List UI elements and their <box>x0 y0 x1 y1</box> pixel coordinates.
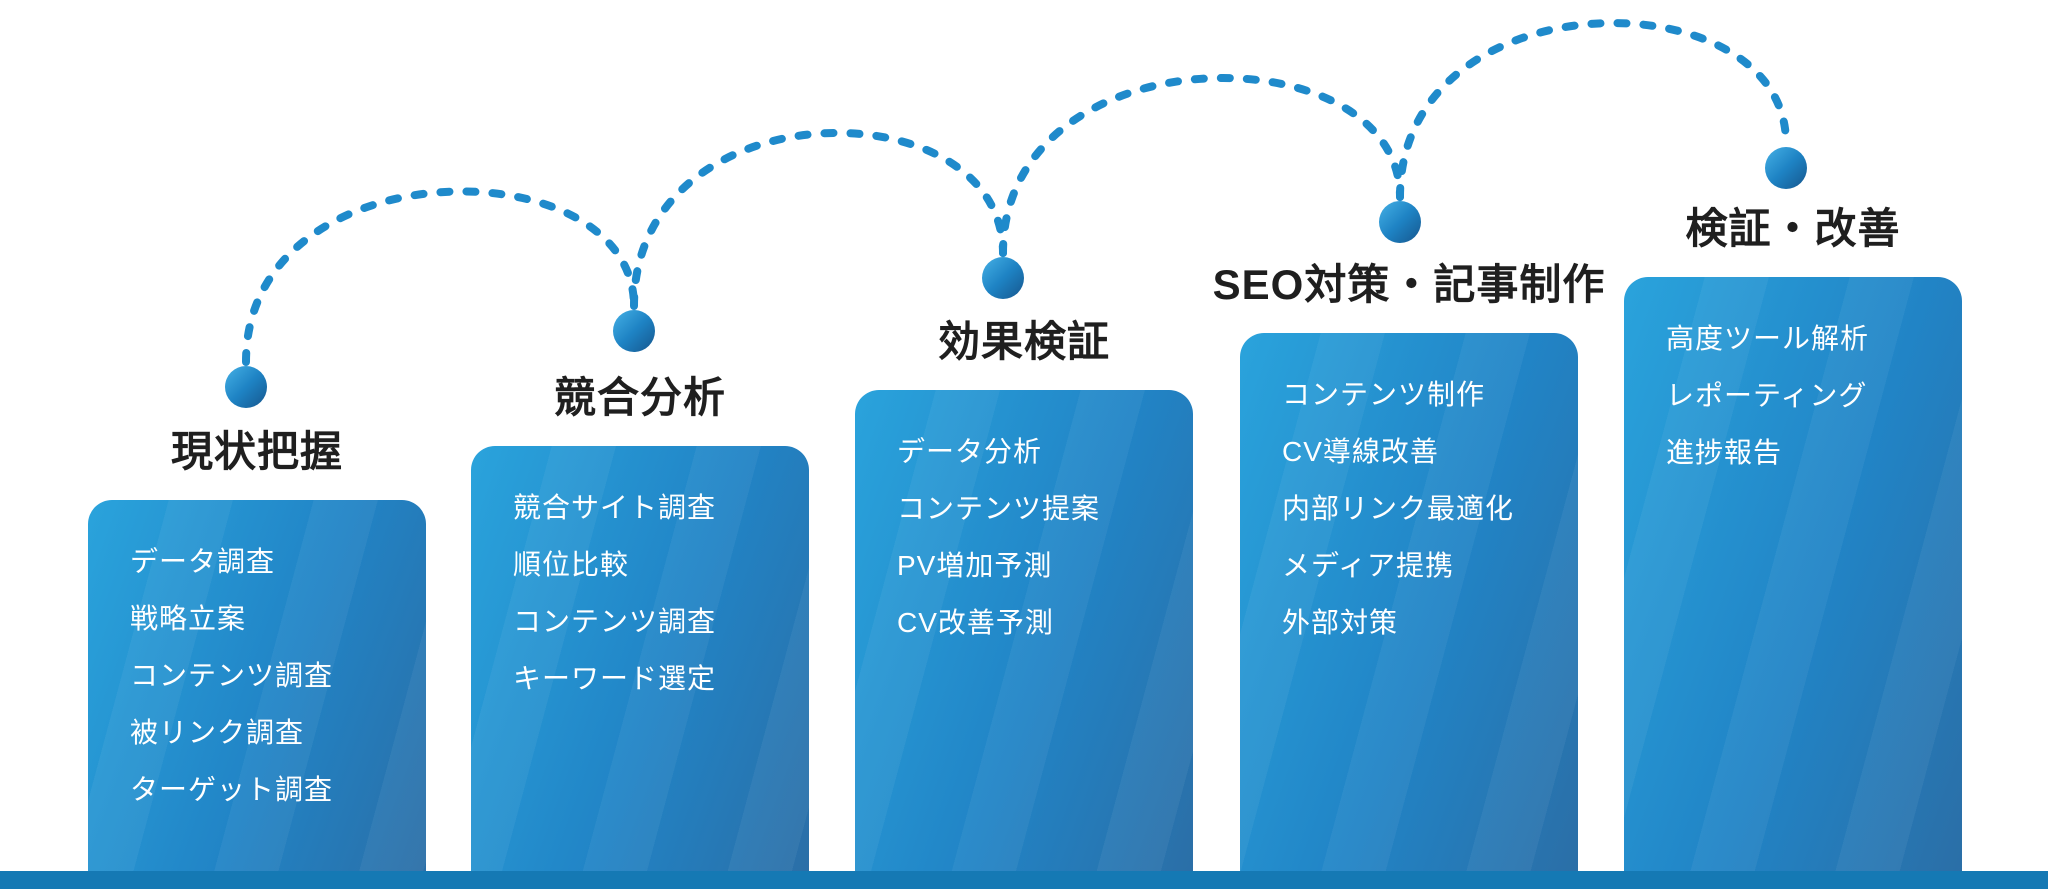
step-item-list: 競合サイト調査順位比較コンテンツ調査キーワード選定 <box>471 446 809 693</box>
step-item: コンテンツ調査 <box>513 606 717 637</box>
arc-connector-4 <box>1396 19 1790 201</box>
step-title: 効果検証 <box>937 318 1111 365</box>
step-title: 競合分析 <box>553 374 727 421</box>
step-item: メディア提携 <box>1282 550 1455 581</box>
step-item: 競合サイト調査 <box>513 492 717 523</box>
process-step-2: 競合分析 競合サイト調査順位比較コンテンツ調査キーワード選定 <box>471 376 809 889</box>
step-card: 競合サイト調査順位比較コンテンツ調査キーワード選定 <box>471 446 809 889</box>
step-item: 被リンク調査 <box>130 717 305 748</box>
step-item: ターゲット調査 <box>130 774 334 805</box>
step-item: CV導線改善 <box>1282 436 1439 467</box>
step-item: 内部リンク最適化 <box>1282 493 1515 524</box>
step-item: データ調査 <box>130 546 276 577</box>
step-dot-2 <box>613 310 655 352</box>
step-dot-4 <box>1379 201 1421 243</box>
step-title: 検証・改善 <box>1685 205 1901 252</box>
step-card: データ調査戦略立案コンテンツ調査被リンク調査ターゲット調査 <box>88 500 426 889</box>
step-card: 高度ツール解析レポーティング進捗報告 <box>1624 277 1962 889</box>
step-item: PV増加予測 <box>897 550 1053 581</box>
step-item-list: コンテンツ制作 CV導線改善内部リンク最適化メディア提携外部対策 <box>1240 333 1578 637</box>
bottom-bar <box>0 871 2048 889</box>
process-step-1: 現状把握 データ調査戦略立案コンテンツ調査被リンク調査ターゲット調査 <box>88 430 426 889</box>
process-step-4: SEO対策・記事制作 コンテンツ制作 CV導線改善内部リンク最適化メディア提携外部… <box>1213 263 1604 889</box>
step-item: コンテンツ提案 <box>897 493 1101 524</box>
arc-connector-3 <box>999 74 1404 257</box>
step-item: キーワード選定 <box>513 663 717 694</box>
step-item: 順位比較 <box>513 549 630 580</box>
step-item: 高度ツール解析 <box>1666 323 1870 354</box>
step-item-list: データ分析コンテンツ提案 PV増加予測 CV改善予測 <box>855 390 1193 637</box>
step-card: コンテンツ制作 CV導線改善内部リンク最適化メディア提携外部対策 <box>1240 333 1578 889</box>
step-item-list: 高度ツール解析レポーティング進捗報告 <box>1624 277 1962 467</box>
step-item: CV改善予測 <box>897 607 1054 638</box>
arc-connector-1 <box>242 187 638 366</box>
arc-connector-2 <box>630 128 1007 310</box>
step-item-list: データ調査戦略立案コンテンツ調査被リンク調査ターゲット調査 <box>88 500 426 804</box>
process-step-5: 検証・改善 高度ツール解析レポーティング進捗報告 <box>1624 207 1962 889</box>
step-dot-5 <box>1765 147 1807 189</box>
step-dot-3 <box>982 257 1024 299</box>
step-item: データ分析 <box>897 436 1043 467</box>
step-item: 進捗報告 <box>1666 437 1783 468</box>
step-title: 現状把握 <box>170 428 344 475</box>
step-item: 外部対策 <box>1282 607 1399 638</box>
step-item: コンテンツ調査 <box>130 660 334 691</box>
step-title: SEO対策・記事制作 <box>1212 261 1606 308</box>
step-item: コンテンツ制作 <box>1282 379 1486 410</box>
step-dot-1 <box>225 366 267 408</box>
process-step-3: 効果検証 データ分析コンテンツ提案 PV増加予測 CV改善予測 <box>855 320 1193 889</box>
step-item: レポーティング <box>1666 380 1868 411</box>
step-item: 戦略立案 <box>130 603 247 634</box>
step-card: データ分析コンテンツ提案 PV増加予測 CV改善予測 <box>855 390 1193 889</box>
